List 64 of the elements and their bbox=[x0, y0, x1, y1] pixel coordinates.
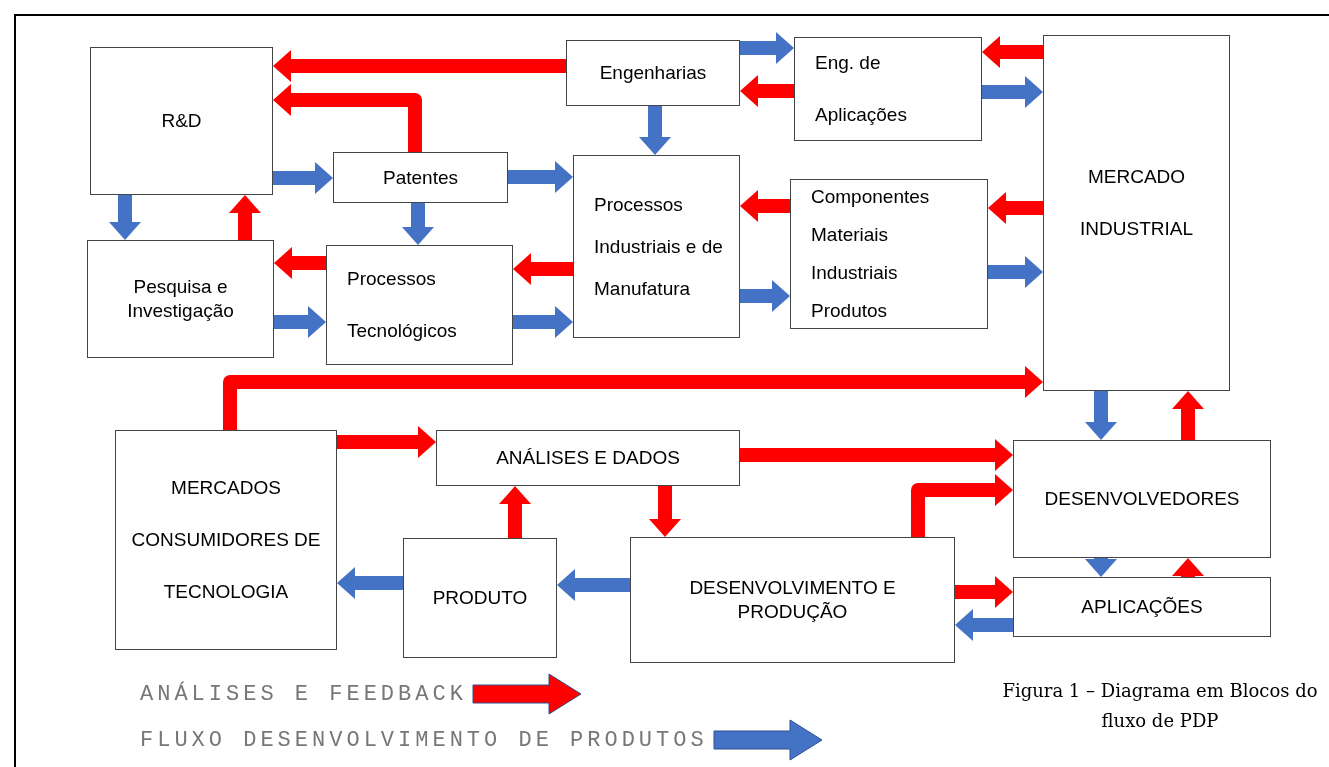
arrow bbox=[639, 106, 671, 155]
box-label: APLICAÇÕES bbox=[1081, 595, 1203, 619]
box-label: MERCADO INDUSTRIAL bbox=[1079, 165, 1194, 241]
process-box bbox=[566, 40, 740, 106]
arrow bbox=[1172, 391, 1204, 440]
arrow bbox=[740, 32, 794, 64]
process-box bbox=[326, 245, 513, 365]
arrow bbox=[982, 76, 1043, 108]
box-label: Processos Tecnológicos bbox=[347, 267, 458, 343]
process-box bbox=[1043, 35, 1230, 391]
arrow bbox=[740, 190, 790, 222]
box-label: Processos Industriais e de Manufatura bbox=[594, 192, 724, 301]
arrow bbox=[499, 486, 531, 538]
arrow bbox=[109, 195, 141, 240]
process-box bbox=[573, 155, 740, 338]
legend-label: ANÁLISES E FEEDBACK bbox=[140, 680, 467, 709]
process-box bbox=[333, 152, 508, 203]
process-box bbox=[630, 537, 955, 663]
arrow bbox=[274, 306, 326, 338]
arrow bbox=[740, 439, 1013, 471]
process-box bbox=[436, 430, 740, 486]
arrow bbox=[988, 256, 1043, 288]
box-label: Patentes bbox=[383, 165, 458, 190]
arrow bbox=[337, 567, 403, 599]
arrow bbox=[1172, 558, 1204, 577]
arrow bbox=[273, 50, 566, 82]
box-label: DESENVOLVEDORES bbox=[1044, 487, 1240, 511]
arrow bbox=[1085, 558, 1117, 577]
box-label: R&D bbox=[161, 109, 202, 133]
arrow bbox=[402, 203, 434, 245]
arrow bbox=[513, 253, 573, 285]
box-label: Eng. de Aplicações bbox=[815, 51, 908, 127]
arrow bbox=[955, 609, 1013, 641]
process-box bbox=[794, 37, 982, 141]
process-box bbox=[1013, 440, 1271, 558]
arrow bbox=[337, 426, 436, 458]
arrow bbox=[273, 162, 333, 194]
legend-label: FLUXO DESENVOLVIMENTO DE PRODUTOS bbox=[140, 726, 708, 755]
box-label: MERCADOS CONSUMIDORES DE TECNOLOGIA bbox=[130, 476, 322, 604]
process-box bbox=[403, 538, 557, 658]
box-label: ANÁLISES E DADOS bbox=[496, 446, 680, 470]
arrow bbox=[955, 576, 1013, 608]
process-box bbox=[115, 430, 337, 650]
arrow bbox=[508, 161, 573, 193]
process-box bbox=[90, 47, 273, 195]
figure-caption: Figura 1 – Diagrama em Blocos do fluxo de PDP bbox=[1001, 679, 1319, 733]
process-box bbox=[1013, 577, 1271, 637]
arrow bbox=[513, 306, 573, 338]
box-label: PRODUTO bbox=[432, 586, 528, 610]
arrow bbox=[649, 486, 681, 537]
arrow bbox=[274, 247, 326, 279]
box-label: Engenharias bbox=[599, 61, 707, 85]
box-label: Pesquisa e Investigação bbox=[126, 275, 235, 323]
arrow bbox=[557, 569, 630, 601]
arrow bbox=[982, 36, 1043, 68]
box-label: DESENVOLVIMENTO E PRODUÇÃO bbox=[688, 576, 897, 624]
arrow bbox=[740, 75, 794, 107]
process-box bbox=[87, 240, 274, 358]
box-label: Componentes Materiais Industriais Produtos bbox=[811, 185, 931, 323]
arrow bbox=[740, 280, 790, 312]
process-box bbox=[790, 179, 988, 329]
arrow bbox=[1085, 391, 1117, 440]
arrow bbox=[229, 195, 261, 240]
arrow bbox=[988, 192, 1043, 224]
